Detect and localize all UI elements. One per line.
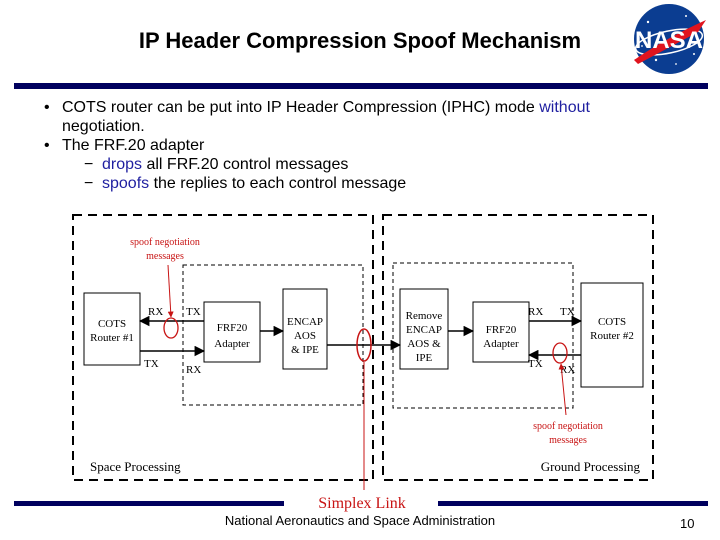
encap-label: ENCAP [287, 316, 323, 328]
bullet-list: • COTS router can be put into IP Header … [44, 98, 704, 193]
tx-label: TX [560, 306, 575, 318]
adapter2-label: Adapter [483, 338, 519, 350]
adapter1-label: FRF20 [217, 322, 248, 334]
bullet-text: The FRF.20 adapter [62, 137, 205, 154]
title-rule [14, 83, 708, 89]
tx-label: TX [528, 358, 543, 370]
encap-label: AOS [294, 330, 316, 342]
encap-label: & IPE [291, 344, 319, 356]
sub-bullet-highlight: drops [102, 156, 143, 173]
remove-label: IPE [416, 352, 433, 364]
nasa-logo-text: NASA [635, 27, 703, 54]
router2-label: Router #2 [590, 330, 634, 342]
tx-label: TX [186, 306, 201, 318]
remove-label: AOS & [407, 338, 441, 350]
bottom-rule-left [14, 501, 284, 506]
cots-router-1 [83, 292, 141, 366]
space-adapter-group [182, 264, 364, 406]
ground-adapter-group [392, 262, 574, 409]
bullet-highlight: without [539, 99, 590, 116]
space-processing-region [72, 214, 374, 481]
ground-processing-region [382, 214, 654, 481]
simplex-link-label: Simplex Link [318, 495, 406, 512]
sub-bullet-marker: − [84, 175, 94, 192]
rx-label: RX [148, 306, 163, 318]
sub-bullet-item: − spoofs the replies to each control mes… [44, 174, 704, 193]
rx-label: RX [528, 306, 543, 318]
spoof-annotation-right: messages [549, 435, 587, 446]
bullet-text: COTS router can be put into IP Header Co… [62, 99, 540, 116]
compression-diagram: COTS Router #1 FRF20 Adapter ENCAP AOS &… [14, 214, 708, 512]
sub-bullet-text: all FRF.20 control messages [142, 156, 349, 173]
rx-label: RX [186, 364, 201, 376]
spoof-annotation-left: spoof negotiation [130, 237, 200, 248]
bullet-marker: • [44, 137, 50, 154]
spoof-leader-right [558, 363, 567, 416]
adapter2-label: FRF20 [486, 324, 517, 336]
simplex-link-marker [356, 328, 372, 362]
frf20-adapter-1 [203, 301, 261, 363]
bullet-item: • The FRF.20 adapter [44, 136, 704, 155]
space-processing-label: Space Processing [90, 459, 181, 474]
nasa-logo: NASA [634, 4, 706, 74]
spoof-marker-right [552, 342, 568, 364]
bullet-item: • COTS router can be put into IP Header … [44, 98, 704, 136]
spoof-marker-left [163, 317, 179, 339]
spoof-annotation-right: spoof negotiation [533, 421, 603, 432]
bullet-marker: • [44, 99, 50, 116]
bottom-rule-right [438, 501, 708, 506]
sub-bullet-marker: − [84, 156, 94, 173]
cots-router-2 [580, 282, 644, 388]
bullet-continuation: negotiation. [62, 118, 145, 135]
frf20-adapter-2 [472, 301, 530, 363]
spoof-annotation-left: messages [146, 251, 184, 262]
footer-agency: National Aeronautics and Space Administr… [224, 513, 496, 528]
sub-bullet-highlight: spoofs [102, 175, 150, 192]
tx-label: TX [144, 358, 159, 370]
router1-label: Router #1 [90, 332, 134, 344]
adapter1-label: Adapter [214, 338, 250, 350]
sub-bullet-item: − drops all FRF.20 control messages [44, 155, 704, 174]
spoof-leader-left [167, 264, 174, 318]
remove-encap-block [399, 288, 449, 370]
remove-label: Remove [406, 310, 443, 322]
page-number: 10 [680, 516, 695, 531]
slide-title: IP Header Compression Spoof Mechanism [138, 28, 582, 53]
nasa-logo-vector [634, 20, 706, 64]
router1-label: COTS [98, 318, 126, 330]
ground-processing-label: Ground Processing [541, 459, 641, 474]
remove-label: ENCAP [406, 324, 442, 336]
encap-aos-ipe-block [282, 288, 328, 370]
router2-label: COTS [598, 316, 626, 328]
sub-bullet-text: the replies to each control message [149, 175, 407, 192]
